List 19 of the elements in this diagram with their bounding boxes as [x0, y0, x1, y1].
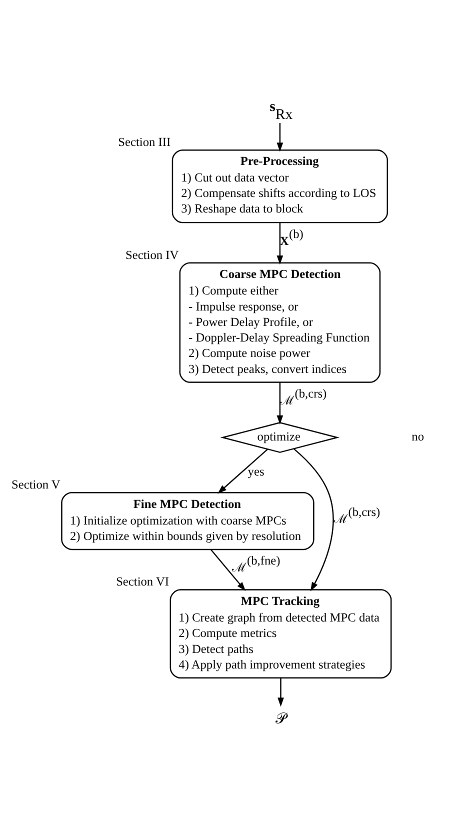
node-label: Section VI: [116, 574, 169, 588]
node-label: Section V: [12, 477, 60, 492]
node-label: Section III: [118, 134, 171, 148]
arrow: [276, 122, 284, 152]
label: no: [412, 428, 424, 443]
node-box: MPC Tracking 1) Create graph from detected MPC data 2) Compute metrics 3) Detect paths 4) Apply path improvement strategies: [170, 588, 392, 678]
edge-label: yes: [248, 464, 264, 478]
arrow: [218, 448, 268, 494]
arrow: [293, 448, 334, 591]
node-text: 𝒫: [275, 711, 286, 728]
node-box: Pre-Processing 1) Cut out data vector 2) Compensate shifts according to LOS 3) Reshape data to block: [172, 148, 388, 223]
node-box: Coarse MPC Detection 1) Compute either - Impulse response, or - Power Delay Profile, or - Doppler-Delay Spreading Function 2) Compute noise power 3) Detect peaks, convert indices: [179, 262, 381, 382]
arrow: [278, 678, 284, 706]
arrow: [276, 222, 284, 264]
arrow: [210, 548, 246, 591]
node-diamond: optimize: [220, 422, 340, 452]
node-label: Section IV: [126, 247, 179, 262]
node-box: Fine MPC Detection 1) Initialize optimization with coarse MPCs 2) Optimize within bounds given by resolution: [61, 492, 314, 550]
arrow: [276, 382, 284, 424]
